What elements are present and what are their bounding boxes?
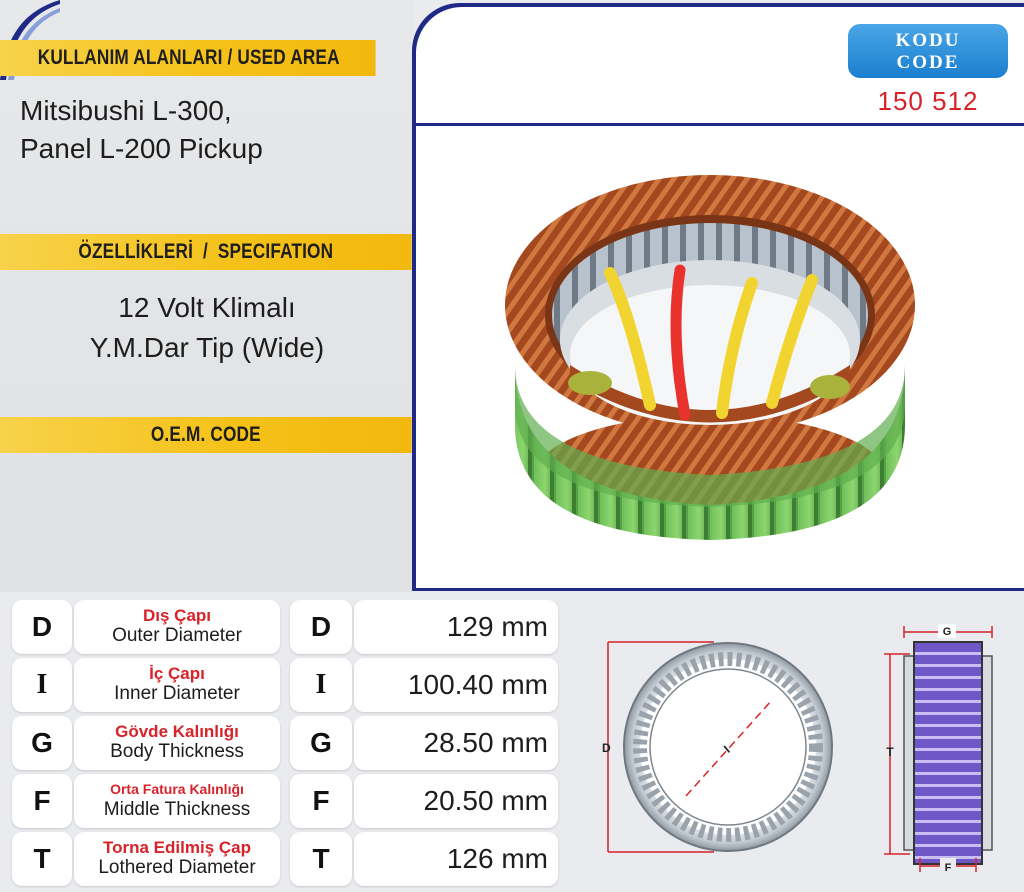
stator-top-view-diagram: D I xyxy=(602,641,833,853)
specification-heading: ÖZELLİKLERİ / SPECIFATION xyxy=(0,234,412,270)
dimension-letter: T xyxy=(12,832,72,886)
side-label-f: F xyxy=(945,862,952,874)
dimension-name-en: Body Thickness xyxy=(110,741,244,762)
code-divider xyxy=(416,123,1024,126)
dimension-label: Torna Edilmiş Çap Lothered Diameter xyxy=(74,832,280,886)
dimension-letter-repeat: D xyxy=(290,600,352,654)
diagram-label-d: D xyxy=(602,741,611,755)
dimension-letter-repeat: T xyxy=(290,832,352,886)
code-label-en: CODE xyxy=(896,52,960,73)
dimension-label: Gövde Kalınlığı Body Thickness xyxy=(74,716,280,770)
dimension-value: 20.50 mm xyxy=(354,774,558,828)
dimension-label: İç Çapı Inner Diameter xyxy=(74,658,280,712)
dimension-name-en: Middle Thickness xyxy=(103,799,251,820)
used-area-text: Mitsibushi L-300, Panel L-200 Pickup xyxy=(20,92,410,168)
dimension-name-tr: Torna Edilmiş Çap xyxy=(103,838,251,857)
used-area-line: Panel L-200 Pickup xyxy=(20,133,263,164)
dimension-letter: I xyxy=(12,658,72,712)
oem-code-heading-text: O.E.M. CODE xyxy=(150,423,261,446)
dimension-name-tr: İç Çapı xyxy=(149,664,205,683)
used-area-heading-text: KULLANIM ALANLARI / USED AREA xyxy=(37,46,340,69)
side-label-t: T xyxy=(886,745,894,759)
dimension-letter: F xyxy=(12,774,72,828)
dimension-letter: D xyxy=(12,600,72,654)
specification-text: 12 Volt Klimalı Y.M.Dar Tip (Wide) xyxy=(0,288,414,368)
product-code: 150 512 xyxy=(877,86,979,116)
dimension-name-en: Outer Diameter xyxy=(112,625,242,646)
dimension-letter: G xyxy=(12,716,72,770)
dimension-label: Orta Fatura Kalınlığı Middle Thickness xyxy=(74,774,280,828)
specification-line: 12 Volt Klimalı xyxy=(118,292,296,323)
used-area-line: Mitsibushi L-300, xyxy=(20,95,232,126)
dimension-letter-repeat: F xyxy=(290,774,352,828)
side-label-g: G xyxy=(943,626,952,638)
dimension-name-tr: Gövde Kalınlığı xyxy=(115,722,239,741)
dimension-letter-repeat: G xyxy=(290,716,352,770)
dimension-name-en: Inner Diameter xyxy=(114,683,240,704)
oem-code-heading: O.E.M. CODE xyxy=(0,417,412,453)
dimension-name-tr: Dış Çapı xyxy=(142,606,212,625)
stator-product-image xyxy=(505,175,915,540)
code-label-tr: KODU xyxy=(895,30,961,51)
info-panel: KULLANIM ALANLARI / USED AREA Mitsibushi… xyxy=(0,0,414,592)
code-badge: KODU CODE xyxy=(848,24,1008,78)
dimension-value: 129 mm xyxy=(354,600,558,654)
dimension-name-en: Lothered Diameter xyxy=(98,857,256,878)
dimension-letter-repeat: I xyxy=(290,658,352,712)
dimension-name-tr: Orta Fatura Kalınlığı xyxy=(110,781,244,797)
specification-line: Y.M.Dar Tip (Wide) xyxy=(89,332,325,363)
dimension-value: 126 mm xyxy=(354,832,558,886)
used-area-heading: KULLANIM ALANLARI / USED AREA xyxy=(0,40,376,76)
dimension-value: 28.50 mm xyxy=(354,716,558,770)
dimension-value: 100.40 mm xyxy=(354,658,558,712)
specification-heading-text: ÖZELLİKLERİ / SPECIFATION xyxy=(78,240,334,263)
diagram-label-i: I xyxy=(721,743,733,756)
stator-side-view-diagram: G T F xyxy=(884,624,993,874)
dimension-label: Dış Çapı Outer Diameter xyxy=(74,600,280,654)
